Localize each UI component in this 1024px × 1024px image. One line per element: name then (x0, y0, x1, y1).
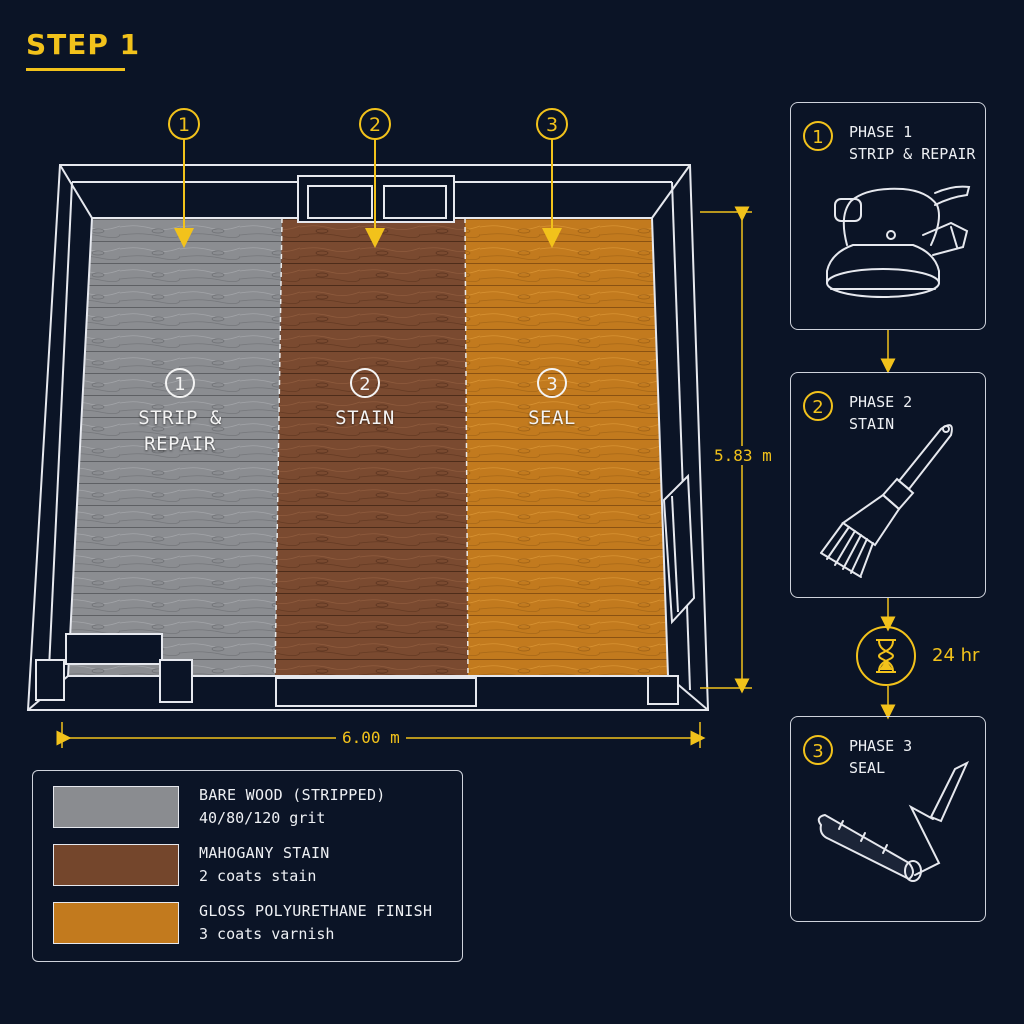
marker-1-label: 1 (178, 114, 190, 136)
depth-dimension-label: 5.83 m (708, 446, 778, 465)
zone-3-label-line1: SEAL (528, 407, 576, 429)
zone-3-number: 3 (546, 374, 557, 395)
legend-subtitle: 3 coats varnish (199, 925, 335, 943)
paint-roller-icon (817, 760, 970, 882)
phase-3-title: PHASE 3 (849, 737, 913, 755)
step-title-underline (26, 68, 125, 71)
orbital-sander-icon (826, 185, 971, 298)
marker-3-label: 3 (546, 114, 558, 136)
hourglass-icon-ring (856, 626, 916, 686)
phase-card-1: 1 PHASE 1 STRIP & REPAIR (790, 102, 986, 330)
zone-stain-floor (275, 218, 468, 676)
zone-1-label-line2: REPAIR (144, 433, 216, 455)
phase-3-subtitle: SEAL (849, 759, 886, 777)
legend-swatch-mahogany (53, 844, 179, 886)
phase-2-subtitle: STAIN (849, 415, 895, 433)
legend-item-mahogany-stain: MAHOGANY STAIN 2 coats stain (53, 844, 453, 886)
legend-item-gloss-finish: GLOSS POLYURETHANE FINISH 3 coats varnis… (53, 902, 453, 944)
legend-title: BARE WOOD (STRIPPED) (199, 786, 386, 804)
zone-3-label: SEAL (492, 405, 612, 431)
zone-1-label: STRIP & REPAIR (120, 405, 240, 457)
zone-strip-floor (68, 218, 282, 676)
window (297, 175, 455, 223)
width-dimension-label: 6.00 m (336, 728, 406, 747)
legend-swatch-gloss (53, 902, 179, 944)
zone-3-number-circle (537, 368, 567, 398)
legend-title: GLOSS POLYURETHANE FINISH (199, 902, 433, 920)
phase-3-number: 3 (803, 735, 833, 765)
zone-1-number-circle (165, 368, 195, 398)
hourglass-icon (876, 639, 896, 673)
legend-title: MAHOGANY STAIN (199, 844, 330, 862)
step-title: STEP 1 (26, 28, 141, 61)
phase-2-title: PHASE 2 (849, 393, 913, 411)
phase-1-subtitle: STRIP & REPAIR (849, 145, 976, 163)
legend: BARE WOOD (STRIPPED) 40/80/120 grit MAHO… (32, 770, 463, 962)
legend-swatch-bare-wood (53, 786, 179, 828)
legend-item-bare-wood: BARE WOOD (STRIPPED) 40/80/120 grit (53, 786, 453, 828)
zone-2-label-line1: STAIN (335, 407, 395, 429)
zone-1-number: 1 (174, 374, 185, 395)
phase-1-number: 1 (803, 121, 833, 151)
zone-2-number: 2 (359, 374, 370, 395)
baseboard (35, 633, 679, 707)
zone-2-label: STAIN (305, 405, 425, 431)
zone-2-number-circle (350, 368, 380, 398)
legend-subtitle: 2 coats stain (199, 867, 317, 885)
phase-card-2: 2 PHASE 2 STAIN (790, 372, 986, 598)
phase-2-number: 2 (803, 391, 833, 421)
zone-1-label-line1: STRIP & (138, 407, 222, 429)
legend-subtitle: 40/80/120 grit (199, 809, 326, 827)
paintbrush-icon (820, 424, 953, 578)
phase-card-3: 3 PHASE 3 SEAL (790, 716, 986, 922)
wait-duration-label: 24 hr (932, 645, 980, 666)
zone-seal-floor (465, 218, 668, 676)
door (662, 473, 696, 625)
marker-2-label: 2 (369, 114, 381, 136)
phase-1-title: PHASE 1 (849, 123, 913, 141)
